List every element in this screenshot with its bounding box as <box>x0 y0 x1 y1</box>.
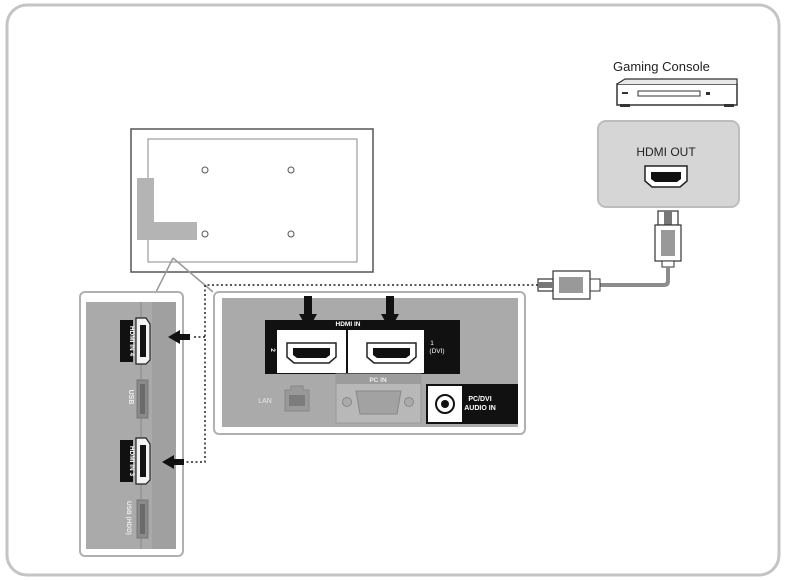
pc-in-label: PC IN <box>369 377 387 384</box>
hdmi-port-1-label: 1 <box>430 340 434 347</box>
hdmi-out-box: HDMI OUT <box>597 120 740 208</box>
arrow-to-hdmi-port-2 <box>299 296 317 330</box>
side-port-usb: USB <box>127 379 149 419</box>
pc-dvi-audio-in-port: PC/DVI AUDIO IN <box>426 384 518 424</box>
side-panel-detail <box>79 291 184 557</box>
hdmi-port-1-sub: (DVI) <box>429 348 444 355</box>
dotted-connection-line <box>186 284 538 463</box>
zoom-callout-lines <box>155 257 214 293</box>
side-port-hdmi-in-3: HDMI IN 3 <box>120 437 151 485</box>
side-port-hdmi-in-4-label: HDMI IN 4 <box>128 326 135 357</box>
hdmi-in-group: HDMI IN 2 1 (DVI) <box>265 320 460 374</box>
side-port-hdmi-in-4: HDMI IN 4 <box>120 317 151 365</box>
side-port-usb-hdd: USB (HDD) <box>125 499 149 539</box>
hdmi-port-2-label: 2 <box>269 348 276 352</box>
hdmi-port-2 <box>286 342 337 364</box>
side-port-hdmi-in-3-label: HDMI IN 3 <box>128 446 135 477</box>
tv-back <box>130 128 374 273</box>
console-label: Gaming Console <box>613 59 710 74</box>
pc-in-port: PC IN <box>335 373 422 424</box>
arrow-to-hdmi-port-1 <box>381 296 399 330</box>
audio-label-line2: AUDIO IN <box>464 405 496 412</box>
console-icon <box>616 78 738 107</box>
side-port-usb-label: USB <box>127 390 134 405</box>
hdmi-port-1 <box>366 342 417 364</box>
gaming-console: Gaming Console <box>613 59 738 107</box>
lan-port: LAN <box>258 385 310 412</box>
hdmi-in-group-label: HDMI IN <box>336 321 361 328</box>
lan-label: LAN <box>258 398 272 405</box>
hdmi-out-port <box>644 165 688 188</box>
arrow-to-hdmi-in-3 <box>162 455 184 469</box>
hdmi-cable-plug-vertical <box>654 210 682 268</box>
hdmi-cable <box>600 267 670 287</box>
arrow-to-hdmi-in-4 <box>168 330 190 344</box>
hdmi-out-label: HDMI OUT <box>636 145 696 159</box>
side-port-usb-hdd-label: USB (HDD) <box>125 501 132 535</box>
audio-label-line1: PC/DVI <box>468 396 491 403</box>
hdmi-cable-plug-horizontal <box>537 270 601 300</box>
